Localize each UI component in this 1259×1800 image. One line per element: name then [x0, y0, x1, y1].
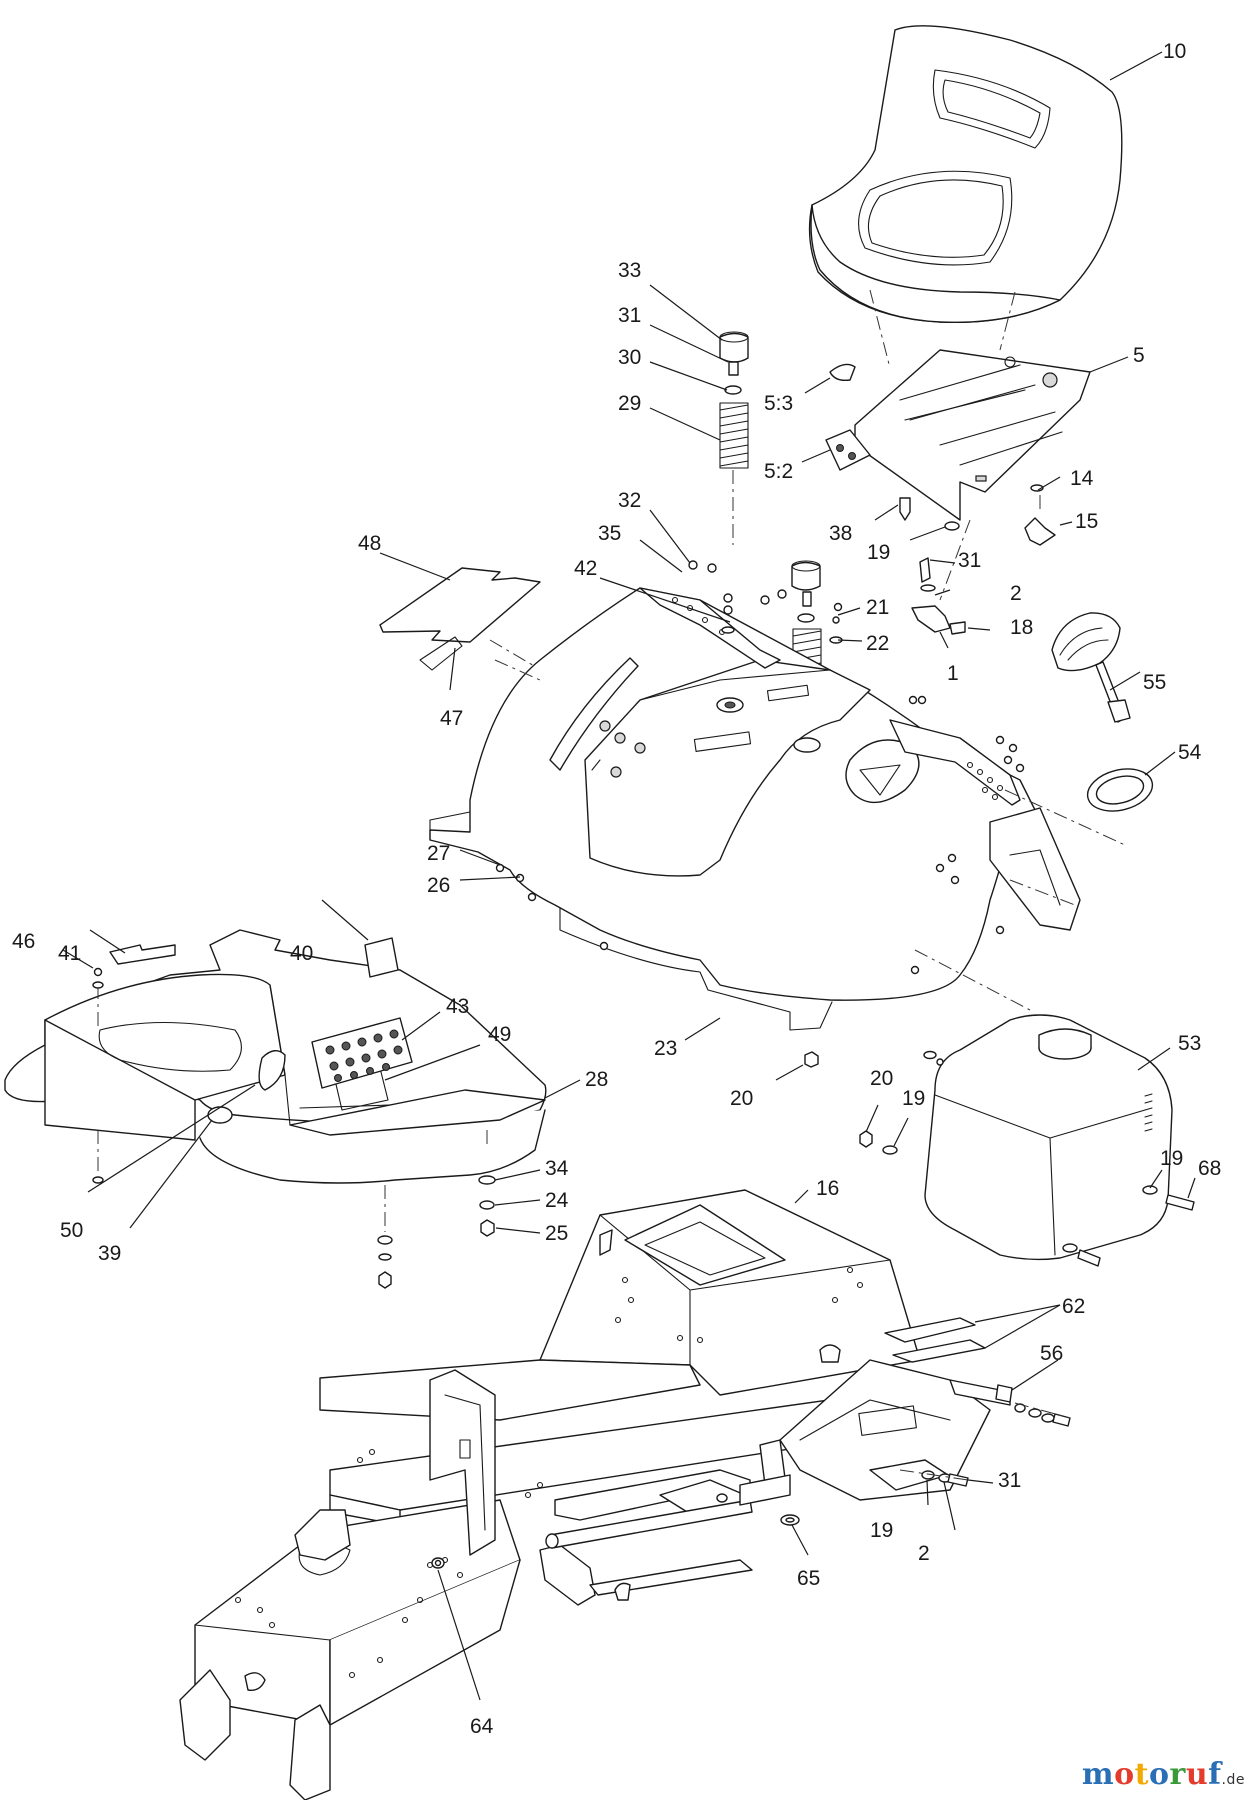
label-16: 16: [816, 1177, 839, 1200]
watermark-logo: motoruf.de: [1082, 1757, 1245, 1792]
label-2-b: 2: [918, 1542, 930, 1565]
label-49: 49: [488, 1023, 511, 1046]
label-29: 29: [618, 392, 641, 415]
frame-hardware: [234, 1266, 864, 1679]
label-47: 47: [440, 707, 463, 730]
label-31-c: 31: [998, 1469, 1021, 1492]
label-33: 33: [618, 259, 641, 282]
label-31-a: 31: [958, 549, 981, 572]
label-39: 39: [98, 1242, 121, 1265]
floor-pan: [4, 929, 547, 1184]
label-22: 22: [866, 632, 889, 655]
fuel-cap: [1051, 612, 1131, 723]
watermark-letter: u: [1185, 1757, 1209, 1792]
label-14: 14: [1070, 467, 1094, 490]
decal-47: [419, 636, 463, 671]
label-43: 43: [446, 995, 469, 1018]
label-5-3: 5:3: [764, 392, 793, 415]
decal-5-2: [825, 429, 871, 471]
label-1: 1: [947, 662, 959, 685]
label-28: 28: [585, 1068, 608, 1091]
label-19-d: 19: [870, 1519, 893, 1542]
label-19-b: 19: [902, 1087, 925, 1110]
floor-hardware: [377, 1130, 496, 1289]
seat: [808, 25, 1123, 324]
decal-41: [109, 944, 176, 965]
label-40: 40: [290, 942, 313, 965]
decal-48: [379, 567, 541, 643]
label-42: 42: [574, 557, 597, 580]
label-68: 68: [1198, 1157, 1221, 1180]
fender-hardware: [495, 560, 1025, 1068]
label-41: 41: [58, 942, 81, 965]
watermark-letter: o: [1114, 1757, 1135, 1792]
label-10: 10: [1163, 40, 1186, 63]
label-21: 21: [866, 596, 889, 619]
label-53: 53: [1178, 1032, 1201, 1055]
label-62: 62: [1062, 1295, 1085, 1318]
label-26: 26: [427, 874, 450, 897]
gasket: [1086, 768, 1154, 812]
watermark-tld: .de: [1221, 1772, 1245, 1788]
label-19-a: 19: [867, 541, 890, 564]
label-2-a: 2: [1010, 582, 1022, 605]
label-38: 38: [829, 522, 852, 545]
watermark-letter: o: [1149, 1757, 1170, 1792]
label-15: 15: [1075, 510, 1098, 533]
bracket-hardware: [780, 1403, 1071, 1526]
label-5: 5: [1133, 344, 1145, 367]
label-50: 50: [60, 1219, 83, 1242]
label-30: 30: [618, 346, 641, 369]
label-65: 65: [797, 1567, 820, 1590]
label-32: 32: [618, 489, 641, 512]
label-20-a: 20: [730, 1087, 753, 1110]
label-55: 55: [1143, 671, 1166, 694]
label-56: 56: [1040, 1342, 1063, 1365]
label-24: 24: [545, 1189, 569, 1212]
decal-43: [311, 1017, 413, 1089]
fuel-tank: [924, 1014, 1173, 1261]
label-48: 48: [358, 532, 381, 555]
watermark-letter: t: [1134, 1757, 1149, 1792]
label-27: 27: [427, 842, 450, 865]
watermark-letter: r: [1169, 1757, 1186, 1792]
label-31-b: 31: [618, 304, 641, 327]
label-19-c: 19: [1160, 1147, 1183, 1170]
label-5-2: 5:2: [764, 460, 793, 483]
decal-5-3: [829, 363, 856, 382]
label-25: 25: [545, 1222, 568, 1245]
label-23: 23: [654, 1037, 677, 1060]
label-34: 34: [545, 1157, 569, 1180]
seat-mount-plate: [854, 349, 1091, 521]
spring-assembly-left: [719, 331, 749, 469]
label-18: 18: [1010, 616, 1033, 639]
label-46: 46: [12, 930, 35, 953]
leader-lines: [62, 51, 1196, 1701]
label-20-b: 20: [870, 1067, 893, 1090]
tank-hardware: [859, 1050, 1195, 1267]
part-labels: 10 5 5:3 5:2 14 15 38 19 31 2 18 1 33 31…: [12, 40, 1221, 1738]
decal-40: [364, 937, 399, 978]
fender-body: [429, 587, 1081, 1031]
label-64: 64: [470, 1715, 494, 1738]
chassis-frame: [179, 1189, 1013, 1800]
label-35: 35: [598, 522, 621, 545]
seat-hardware: [899, 484, 1056, 635]
watermark-letter: m: [1081, 1757, 1115, 1792]
label-54: 54: [1178, 741, 1202, 764]
watermark-letter: f: [1208, 1757, 1222, 1792]
